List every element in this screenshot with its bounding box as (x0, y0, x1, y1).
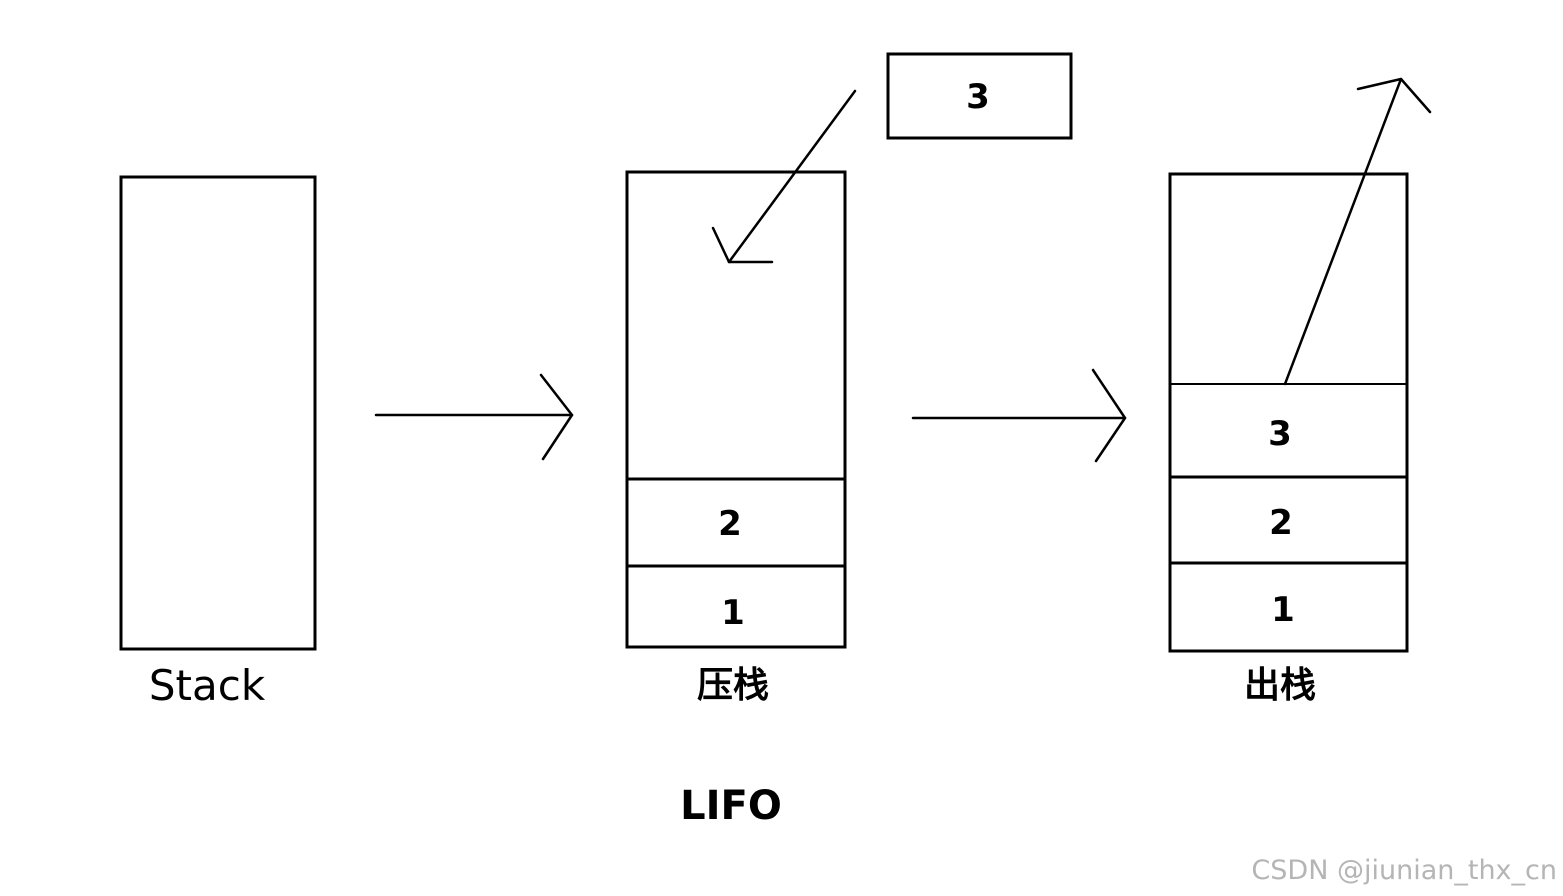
pop-stack-container (1168, 172, 1409, 653)
empty-stack-container (119, 175, 317, 651)
push-stack-label: 压栈 (697, 665, 769, 706)
lifo-caption: LIFO (680, 783, 782, 829)
push-arrow (711, 89, 857, 264)
arrow-head (1091, 368, 1127, 463)
pop-stack-cell-3: 3 (1268, 414, 1292, 454)
empty-stack-label: Stack (149, 661, 266, 710)
push-stack-cell-1: 1 (721, 593, 745, 633)
pop-arrow-head (1356, 77, 1432, 114)
push-arrow-shaft (727, 89, 857, 264)
push-stack-cell-2: 2 (718, 504, 742, 544)
arrow-empty-to-push (374, 373, 574, 461)
arrow-head (539, 373, 574, 461)
pop-arrow-shaft (1283, 77, 1403, 386)
pop-stack-cell-2: 2 (1269, 503, 1293, 543)
incoming-element: 3 (886, 52, 1073, 140)
incoming-element-value: 3 (966, 77, 990, 117)
empty-stack: Stack (119, 175, 317, 710)
pop-stack: 3 2 1 出栈 (1168, 172, 1409, 706)
pop-stack-cell-1: 1 (1271, 590, 1295, 630)
push-stack-container (625, 170, 847, 649)
pop-arrow (1283, 77, 1432, 386)
incoming-element-box (886, 52, 1073, 140)
watermark: CSDN @jiunian_thx_cn (1251, 855, 1557, 886)
pop-stack-label: 出栈 (1244, 665, 1316, 706)
push-arrow-head (711, 226, 774, 264)
arrow-push-to-pop (911, 368, 1127, 463)
